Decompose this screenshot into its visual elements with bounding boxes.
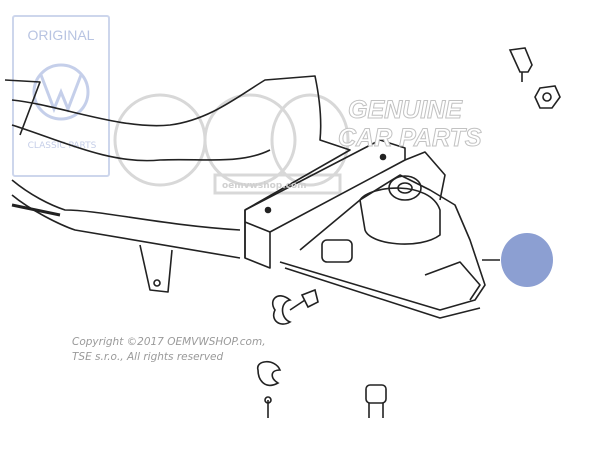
copyright-line-2: TSE s.r.o., All rights reserved [72,351,224,363]
hardware-parts [257,47,561,418]
copyright-line-1: Copyright ©2017 OEMVWSHOP.com, [72,336,266,348]
car-parts-label: CAR PARTS [338,124,483,153]
original-parts-logo: ORIGINAL CLASSIC PARTS [12,15,110,177]
genuine-label: GENUINE [348,96,463,125]
classic-parts-label: CLASSIC PARTS [27,141,97,151]
subframe-drawing [4,75,486,319]
part-callout-marker[interactable] [501,233,553,287]
genuine-car-parts-watermark: GENUINE CAR PARTS [338,96,483,153]
site-watermark: oemvwshop.com [222,181,307,191]
oem-watermark-logo [113,93,350,195]
original-label: ORIGINAL [27,27,95,43]
vw-logo-icon [32,63,90,121]
